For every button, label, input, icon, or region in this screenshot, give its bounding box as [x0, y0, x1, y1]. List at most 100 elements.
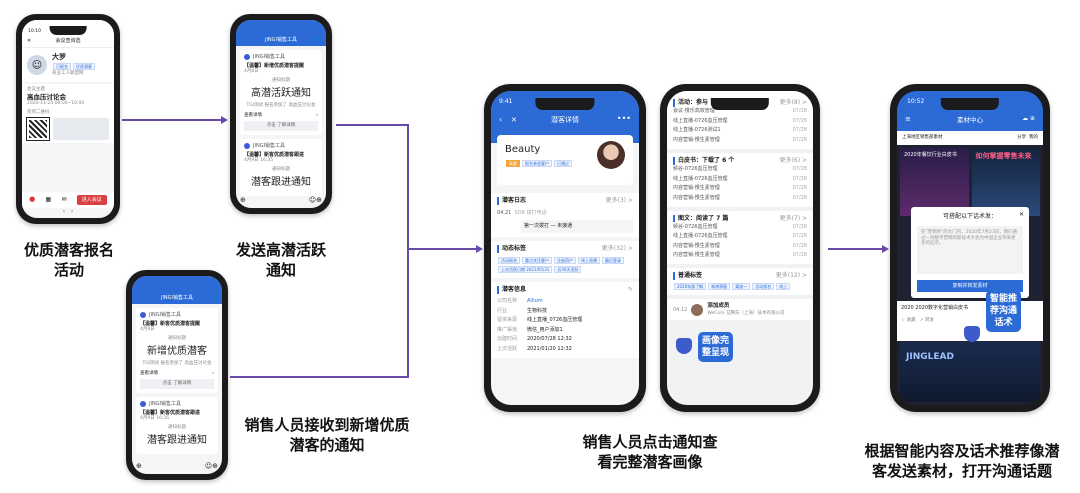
add-icon[interactable]: ⊕: [240, 195, 246, 204]
notification-card[interactable]: JINGI销售工具 【温馨】新客优质潜客跟进 4月9日 16:35 通知标题 潜…: [136, 397, 218, 454]
lead-tag: 已通过: [554, 160, 572, 168]
section-title: 潜客日志: [502, 197, 527, 204]
caption-step4: 销售人员点击通知查 看完整潜客画像: [582, 433, 718, 471]
activity-row[interactable]: 线上直播-0726血压管理: [673, 117, 728, 124]
filter-dropdown[interactable]: 上海地区销售部素材: [902, 135, 943, 141]
notch: [535, 98, 595, 110]
detail-link[interactable]: 查看详情: [140, 370, 158, 376]
activity-row[interactable]: 内容营销-慢生素管理: [673, 136, 720, 143]
more-link[interactable]: 更多(3) >: [605, 197, 633, 204]
whitepaper-row[interactable]: 内容营销-慢生素管理: [673, 185, 720, 192]
close-icon[interactable]: ✕: [27, 38, 32, 45]
info-row: 行业 生物科技: [497, 306, 633, 316]
menu-icon[interactable]: ≡: [905, 115, 911, 123]
more-link[interactable]: 更多(32) >: [601, 244, 633, 252]
info-value: 线上直播_0726血压管理: [527, 317, 583, 324]
arrow-line: [408, 248, 476, 250]
activity-row[interactable]: 线上直播-0726测试1: [673, 127, 721, 134]
emoji-icon[interactable]: ☺⊕: [308, 195, 322, 204]
more-link[interactable]: 更多(8) >: [779, 99, 807, 106]
activity-row[interactable]: 会议-慢乐高效管理: [673, 108, 715, 115]
photo-placeholder: [53, 118, 109, 141]
star-icon[interactable]: ☆: [901, 317, 906, 323]
info-value: 微信_用户添加1: [527, 326, 563, 333]
arrow-line: [336, 124, 408, 126]
close-icon[interactable]: ✕: [511, 116, 517, 124]
back-icon[interactable]: ‹: [499, 115, 503, 124]
modal-text[interactable]: 在"营销界"的大门内，2020年7月23日，我们通过一场数字营销的新技术大会为中…: [917, 225, 1023, 274]
info-key: 行业: [497, 307, 508, 314]
notification-card[interactable]: JINGI销售工具 【温馨】新客优质潜客提醒 4月8日 通知标题 新增优质潜客 …: [136, 308, 218, 394]
more-link[interactable]: 更多(7) >: [779, 214, 807, 222]
cloud-icon[interactable]: ☁ ⊕: [1022, 115, 1035, 122]
detail-link[interactable]: 查看详情: [244, 112, 262, 118]
settings-icon[interactable]: ●: [29, 195, 36, 204]
more-link[interactable]: 更多(12) >: [775, 272, 807, 280]
article-row[interactable]: 线上直播-0726血压管理: [673, 233, 728, 240]
article-row[interactable]: 内容营销-慢生素管理: [673, 252, 720, 259]
material-card[interactable]: 如何掌握零售未来: [971, 148, 1040, 216]
close-icon[interactable]: ✕: [1018, 211, 1024, 218]
add-icon[interactable]: ⊕: [136, 461, 142, 470]
nav-title: 潜客详情: [551, 116, 579, 124]
user-icon[interactable]: 👤: [314, 36, 321, 43]
portrait-badge: 画像完 整呈现: [698, 332, 734, 362]
detail-button[interactable]: 点击 了解详情: [244, 121, 318, 132]
favorite-action[interactable]: 收藏: [906, 317, 916, 323]
filter-mine[interactable]: 我的: [1029, 135, 1038, 141]
caption-step5: 根据智能内容及话术推荐像潜 客发送素材，打开沟通话题: [864, 442, 1060, 480]
article-row[interactable]: 内容营销-慢生素管理: [673, 242, 720, 249]
whitepaper-row[interactable]: 频谷-0726血压管理: [673, 166, 718, 173]
material-item-title: 2020 2020数字化营销白皮书: [901, 305, 969, 311]
bottom-toolbar: ● ▦ ✉ 进入会议: [22, 191, 114, 208]
filter-share[interactable]: 分享: [1017, 135, 1027, 141]
card-big-title: 潜客跟进通知: [251, 176, 311, 188]
whitepaper-row[interactable]: 线上直播-0726血压管理: [673, 175, 728, 182]
header: 10:52 ≡ 素材中心 ☁ ⊕: [897, 91, 1043, 131]
normal-tags-section: 普通标签更多(12) > 2020年版了解新增潜客渠道一活动报名线上: [667, 268, 813, 296]
nav-title: JINGI销售工具: [160, 294, 194, 301]
card-time: 4月9日 16:35: [244, 158, 274, 164]
material-banner[interactable]: JINGLEAD: [900, 342, 1040, 402]
invite-icon[interactable]: ✉: [61, 195, 67, 203]
info-key: 公司名称: [497, 298, 518, 305]
banner-title: JINGLEAD: [906, 352, 954, 362]
emoji-icon[interactable]: ☺⊕: [204, 461, 218, 470]
qr-code-icon[interactable]: [26, 117, 50, 142]
phone-material-center: 10:52 ≡ 素材中心 ☁ ⊕ 上海地区销售部素材 分享 我的 2020年餐饮…: [890, 84, 1050, 412]
dynamic-tags-section: 动态标签更多(32) > 活动报名重点关注客户注册用户线上直播最后登录上次活跃日…: [491, 240, 639, 278]
arrow-line: [122, 119, 222, 121]
notch: [940, 98, 1000, 110]
nav-bar: JINGI销售工具 👤: [236, 20, 326, 46]
user-icon[interactable]: 👤: [210, 294, 217, 301]
whitepaper-row[interactable]: 内容营销-慢生素管理: [673, 194, 720, 201]
member-title: 添加成员: [707, 303, 730, 310]
more-link[interactable]: 更多(6) >: [779, 156, 807, 164]
material-card[interactable]: 2020年餐饮行业白皮书: [900, 148, 969, 216]
enter-meeting-button[interactable]: 进入会议: [76, 194, 107, 205]
section-title: 活动：参与: [678, 99, 709, 106]
nav-title: JINGI销售工具: [264, 36, 298, 43]
nav-title: 会议查询选: [55, 38, 81, 45]
info-value: 生物科技: [527, 307, 548, 314]
detail-button[interactable]: 点击 了解详情: [140, 379, 214, 390]
article-row[interactable]: 频谷-0726血压管理: [673, 223, 718, 230]
phone-screen: 10:10 ✕ 会议查询选 ☺ 大罗 已报名优质潜客 商业工人联盟网 会议主题 …: [22, 20, 114, 218]
view-icon[interactable]: ▦: [45, 195, 52, 203]
notification-card[interactable]: JINGI销售工具 【温馨】新客优质潜客跟进 4月9日 16:35 通知标题 潜…: [240, 139, 322, 196]
browser-nav[interactable]: ‹ ›: [62, 208, 74, 216]
info-key: 留资来源: [497, 317, 518, 324]
material-grid: 2020年餐饮行业白皮书 如何掌握零售未来: [897, 145, 1043, 219]
modal-title: 可搭配以下话术发：: [942, 213, 997, 220]
more-icon[interactable]: •••: [616, 114, 631, 123]
share-icon[interactable]: ↗: [919, 317, 924, 323]
copy-forward-button[interactable]: 复制并转发素材: [917, 279, 1023, 293]
notification-card[interactable]: JINGI销售工具 【温馨】新增优质潜客提醒 4月8日 通知标题 高潜活跃通知 …: [240, 50, 322, 136]
edit-icon[interactable]: ✎: [627, 285, 633, 293]
forward-action[interactable]: 转发: [925, 317, 934, 323]
app-logo-icon: [244, 54, 250, 61]
